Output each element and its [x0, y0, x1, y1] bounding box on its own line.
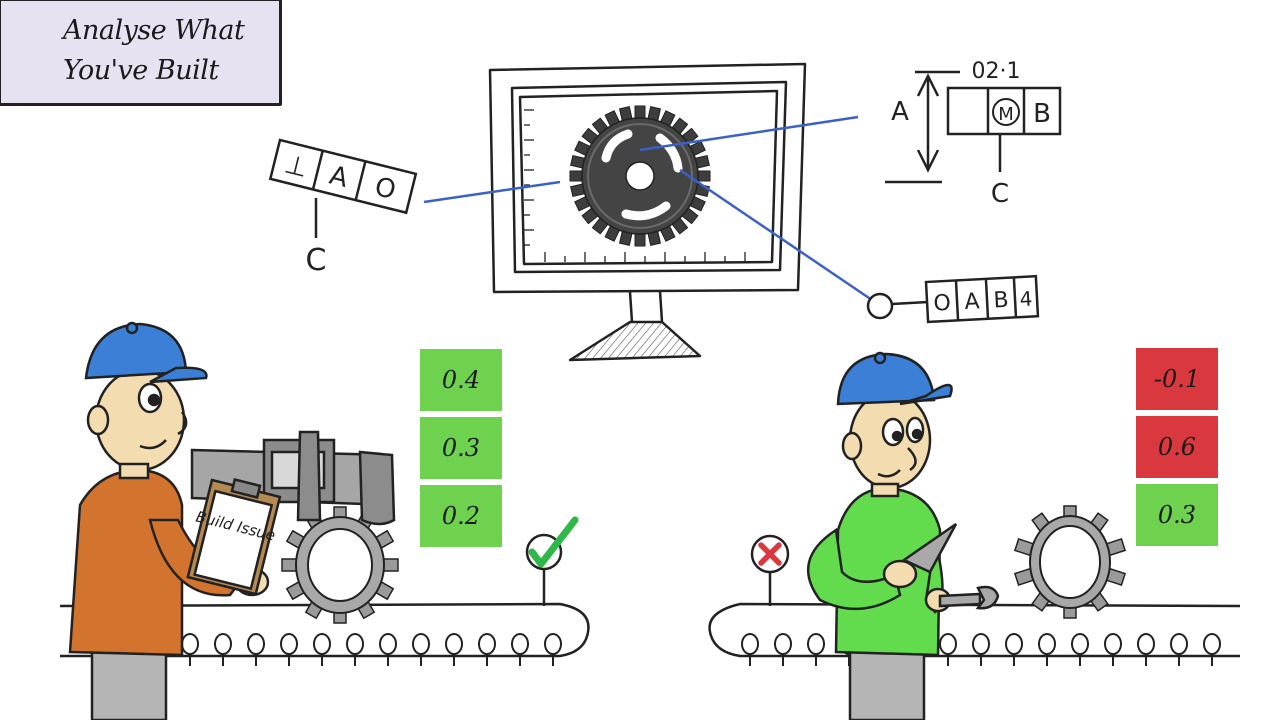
right-gear-ring-icon	[1013, 505, 1127, 619]
gear-icon	[569, 105, 711, 247]
fail-signal	[750, 534, 790, 606]
dim-cell-2: M	[998, 104, 1014, 125]
right-conveyor	[708, 602, 1241, 666]
clipboard: Build Issue	[186, 477, 282, 596]
left-readout-3: 0.2	[420, 485, 502, 547]
title-card: Analyse What You've Built	[0, 0, 282, 106]
bfcf-cell-4: 4	[1019, 286, 1033, 311]
left-readout-1: 0.4	[420, 349, 502, 411]
ruler-ticks	[524, 109, 746, 262]
fcf-datum-label: C	[306, 243, 327, 278]
title-line-2: You've Built	[63, 55, 219, 86]
bfcf-cell-2: A	[964, 289, 980, 315]
measuring-probe-icon	[901, 522, 958, 574]
bottom-feature-control-frame: O A B 4	[866, 274, 1040, 324]
callout-lines	[423, 115, 873, 302]
dim-cell-3: B	[1033, 99, 1051, 129]
title-line-1: Analyse What	[63, 15, 245, 46]
pass-signal	[525, 516, 579, 606]
left-conveyor	[59, 602, 590, 666]
wrench-icon	[938, 585, 1000, 610]
bfcf-cell-3: B	[993, 288, 1009, 314]
dimension-label: A	[891, 97, 909, 127]
cross-icon	[758, 542, 782, 566]
caliper-icon	[190, 430, 396, 526]
right-worker	[806, 351, 953, 720]
left-feature-control-frame: ⊥ A O C	[268, 138, 418, 278]
left-gear-ring-icon	[281, 506, 399, 624]
right-readout-1: -0.1	[1136, 348, 1218, 410]
bfcf-cell-1: O	[933, 291, 952, 317]
mmc-circle-icon	[992, 98, 1020, 126]
right-dimension-frame: A 02·1 M B C	[885, 59, 1062, 209]
check-icon	[528, 516, 579, 568]
left-readout-2: 0.3	[420, 417, 502, 479]
dim-datum-label: C	[991, 179, 1009, 209]
balloon-circle-icon	[866, 292, 894, 320]
tolerance-value: 02·1	[972, 59, 1021, 84]
right-readout-2: 0.6	[1136, 416, 1218, 478]
right-readout-3: 0.3	[1136, 484, 1218, 546]
